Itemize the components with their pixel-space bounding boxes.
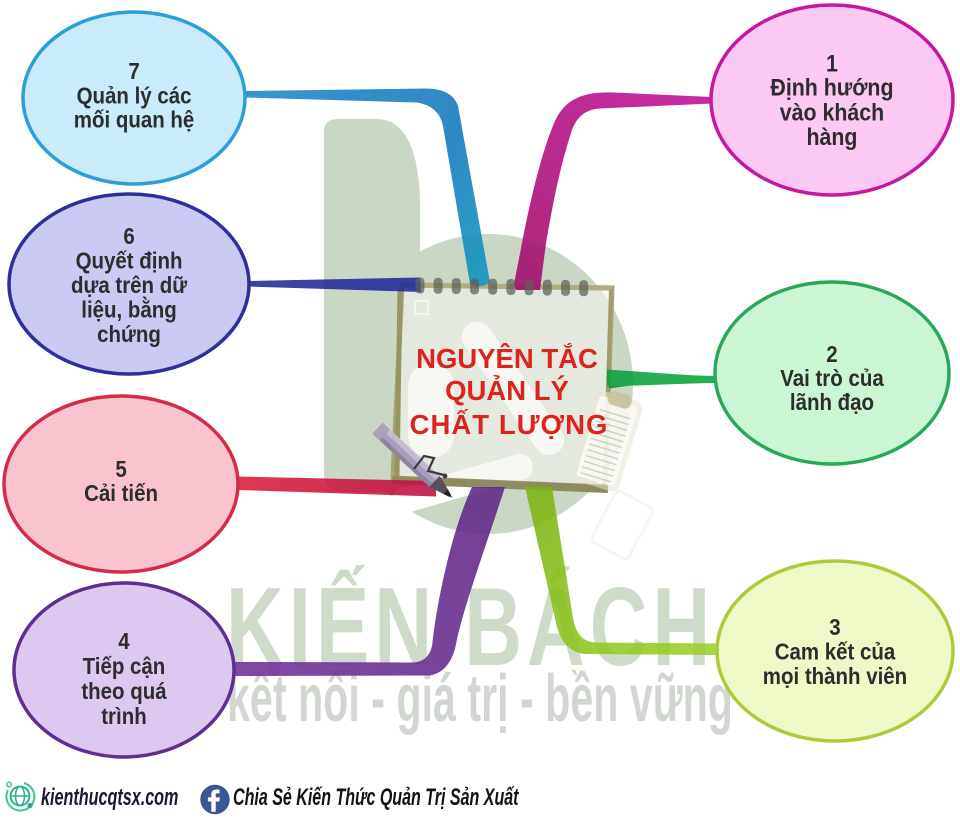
svg-text:chứng: chứng [97,321,161,347]
svg-text:Tiếp cận: Tiếp cận [83,653,166,679]
svg-text:1: 1 [826,49,838,76]
svg-text:Cam kết của: Cam kết của [775,638,896,664]
svg-text:Cải tiến: Cải tiến [84,480,158,506]
svg-text:CHẤT LƯỢNG: CHẤT LƯỢNG [410,409,609,440]
svg-text:hàng: hàng [806,123,857,150]
svg-text:Định hướng: Định hướng [770,73,893,100]
svg-text:theo quá: theo quá [81,678,167,704]
svg-text:Chia Sẻ Kiến Thức Quản Trị Sản: Chia Sẻ Kiến Thức Quản Trị Sản Xuất [233,784,519,811]
svg-text:5: 5 [115,456,126,482]
svg-text:6: 6 [123,223,134,249]
svg-text:2: 2 [826,341,837,367]
svg-text:lãnh đạo: lãnh đạo [790,389,874,415]
svg-text:trình: trình [101,703,146,729]
svg-text:3: 3 [829,614,840,640]
svg-text:mối quan hệ: mối quan hệ [74,106,195,132]
svg-text:QUẢN LÝ: QUẢN LÝ [445,374,569,406]
svg-text:7: 7 [128,58,139,84]
svg-text:vào khách: vào khách [780,98,884,125]
svg-text:Quyết định: Quyết định [76,247,183,273]
svg-text:NGUYÊN TẮC: NGUYÊN TẮC [416,343,598,374]
svg-text:kienthucqtsx.com: kienthucqtsx.com [41,784,178,811]
svg-text:liệu, bằng: liệu, bằng [81,296,177,322]
svg-text:Vai trò của: Vai trò của [780,365,884,391]
svg-text:dựa trên dữ: dựa trên dữ [71,272,187,298]
svg-text:mọi thành viên: mọi thành viên [763,663,907,689]
svg-text:Quản lý các: Quản lý các [77,82,192,108]
svg-text:4: 4 [118,628,129,654]
